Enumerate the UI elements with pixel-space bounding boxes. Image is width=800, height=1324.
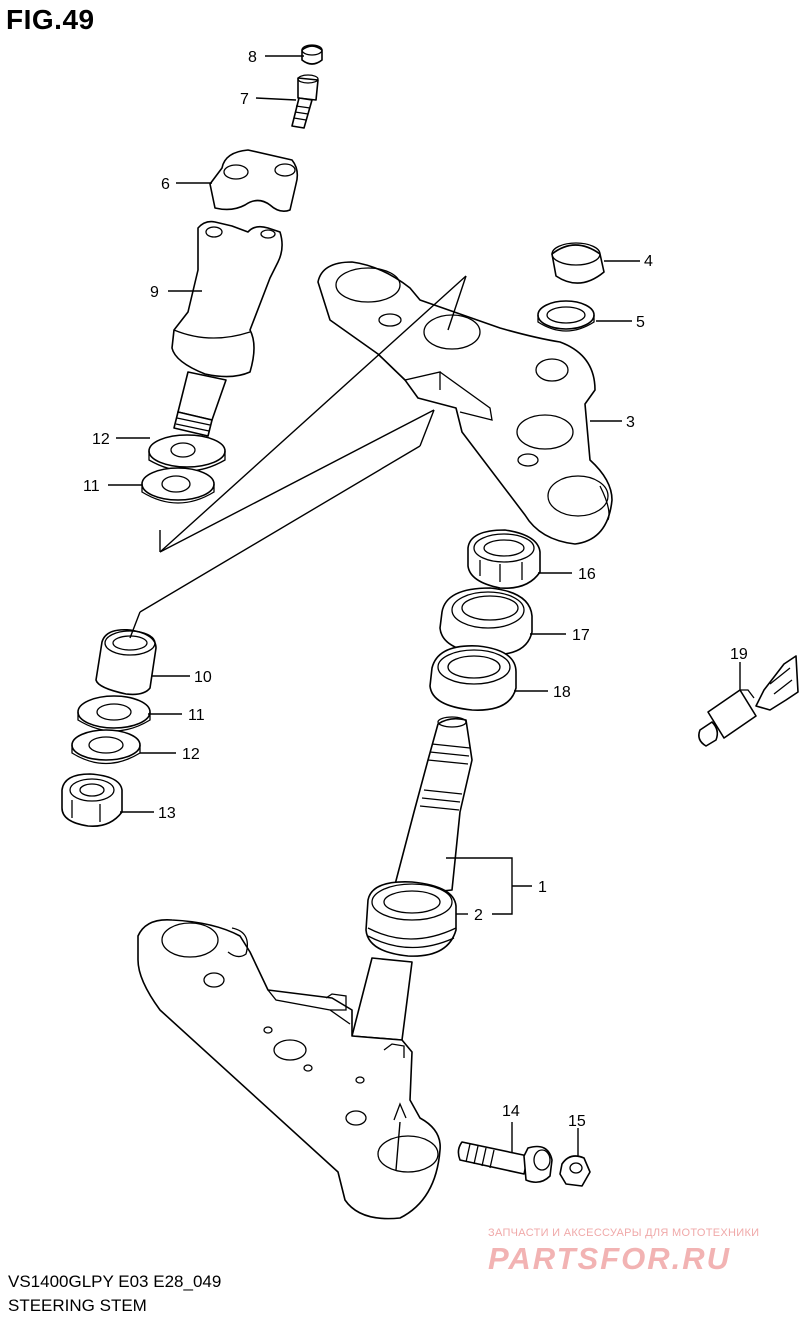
part-6-holder-upper[interactable] [209, 149, 299, 212]
part-13-nut[interactable] [61, 773, 123, 828]
part-4-cap[interactable] [551, 242, 605, 284]
part-3-upper-bracket[interactable] [317, 261, 613, 545]
part-5-washer[interactable] [537, 300, 595, 332]
callout-16: 16 [578, 566, 596, 583]
callout-4: 4 [644, 253, 653, 270]
part-15-nut[interactable] [559, 1155, 591, 1187]
callout-5: 5 [636, 314, 645, 331]
section-name: STEERING STEM [8, 1296, 147, 1315]
model-code: VS1400GLPY E03 E28_049 [8, 1272, 222, 1291]
part-9-holder-lower[interactable] [171, 220, 283, 437]
callout-9: 9 [150, 284, 159, 301]
part-11-washer-upper[interactable] [141, 467, 215, 504]
site-watermark: ЗАПЧАСТИ И АКСЕССУАРЫ ДЛЯ МОТОТЕХНИКИ PA… [488, 1227, 788, 1277]
leader-lines [108, 55, 741, 1156]
figure-title: FIG.49 [6, 4, 95, 35]
callout-11-upper: 11 [83, 478, 100, 495]
callout-17: 17 [572, 627, 590, 644]
part-10-spacer[interactable] [95, 628, 157, 696]
callout-14: 14 [502, 1103, 520, 1120]
part-19-fitting[interactable] [698, 655, 799, 747]
callout-12-upper: 12 [92, 431, 110, 448]
callout-7: 7 [240, 91, 249, 108]
part-1-steering-stem[interactable] [137, 716, 473, 1220]
part-18-bearing[interactable] [429, 645, 517, 711]
part-12-washer-upper[interactable] [148, 434, 226, 472]
callout-2: 2 [474, 907, 483, 924]
part-8-cap[interactable] [301, 44, 323, 65]
watermark-logo: PARTSFOR.RU [488, 1241, 732, 1276]
callout-19: 19 [730, 646, 748, 663]
callout-6: 6 [161, 176, 170, 193]
watermark-tagline: ЗАПЧАСТИ И АКСЕССУАРЫ ДЛЯ МОТОТЕХНИКИ [488, 1227, 760, 1239]
part-17-dust-seal[interactable] [439, 587, 533, 656]
callout-10: 10 [194, 669, 212, 686]
part-12-washer-lower[interactable] [71, 729, 141, 765]
callout-15: 15 [568, 1113, 586, 1130]
part-7-bolt[interactable] [291, 74, 319, 129]
callout-3: 3 [626, 414, 635, 431]
part-11-washer-lower[interactable] [77, 695, 151, 732]
callout-13: 13 [158, 805, 176, 822]
callout-labels: 8 7 6 9 12 11 4 5 3 16 17 18 19 10 11 12… [83, 49, 748, 1130]
callout-18: 18 [553, 684, 571, 701]
part-14-bolt[interactable] [457, 1141, 553, 1184]
callout-1: 1 [538, 879, 547, 896]
part-16-stem-nut[interactable] [467, 529, 541, 589]
callout-11-lower: 11 [188, 707, 205, 724]
callout-8: 8 [248, 49, 257, 66]
part-2-lower-bearing[interactable] [365, 881, 457, 957]
callout-12-lower: 12 [182, 746, 200, 763]
assembly-guide-lines [129, 275, 467, 1171]
